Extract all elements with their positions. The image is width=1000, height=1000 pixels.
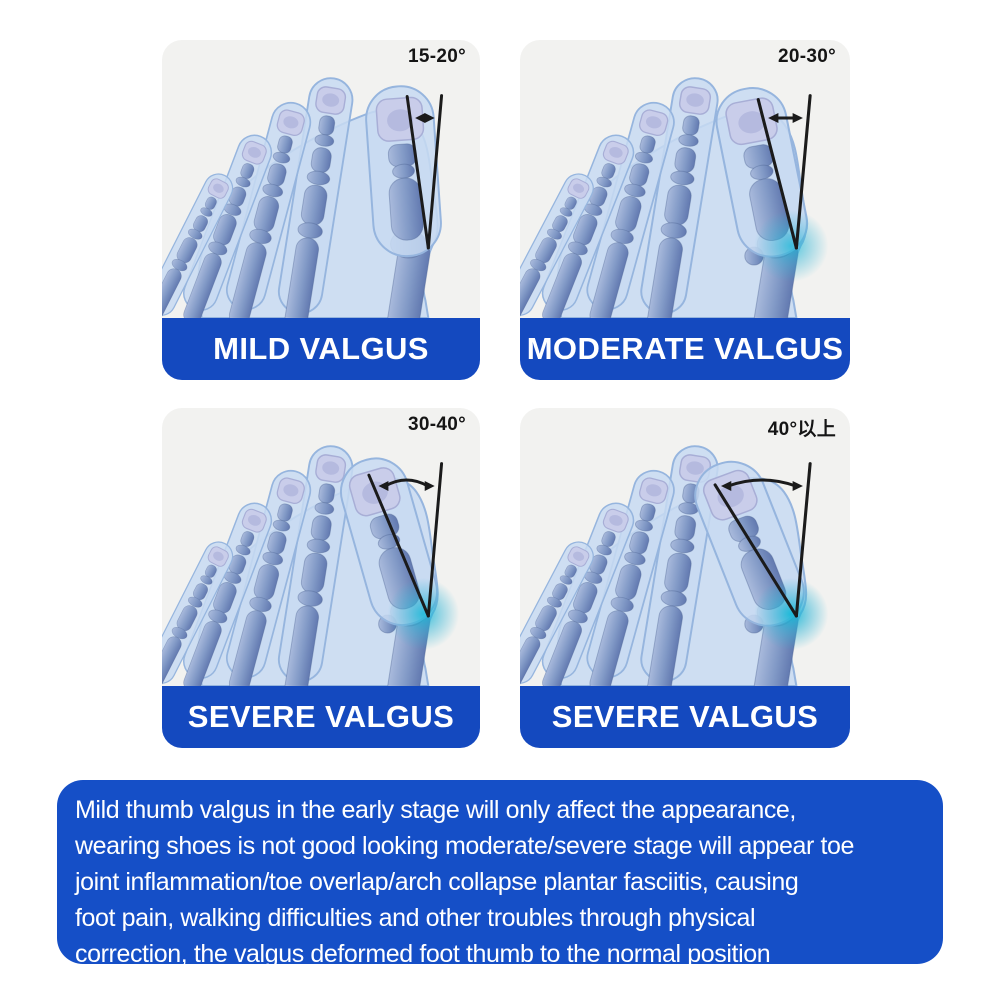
severe-valgus-illustration: 30-40° xyxy=(162,408,480,686)
mild-valgus-illustration: 15-20° xyxy=(162,40,480,318)
foot-xray-illustration xyxy=(162,445,460,686)
severity-banner: MODERATE VALGUS xyxy=(520,318,850,380)
severity-banner: SEVERE VALGUS xyxy=(162,686,480,748)
foot-xray-illustration xyxy=(520,77,829,318)
foot-xray-illustration xyxy=(520,445,829,686)
angle-annotation: 40°以上 xyxy=(767,419,836,440)
panel-severe-valgus-2: 40°以上 SEVERE VALGUS xyxy=(520,408,850,748)
description-line: foot pain, walking difficulties and othe… xyxy=(75,904,756,932)
angle-annotation: 15-20° xyxy=(408,46,466,67)
angle-annotation: 30-40° xyxy=(408,414,466,435)
description-line: wearing shoes is not good looking modera… xyxy=(75,832,855,860)
foot-xray-illustration xyxy=(162,77,444,318)
severity-banner: SEVERE VALGUS xyxy=(520,686,850,748)
severity-banner: MILD VALGUS xyxy=(162,318,480,380)
panel-severe-valgus-1: 30-40° SEVERE VALGUS xyxy=(162,408,480,748)
panel-mild-valgus: 15-20° MILD VALGUS xyxy=(162,40,480,380)
severe-valgus-extreme-illustration: 40°以上 xyxy=(520,408,850,686)
panel-moderate-valgus: 20-30° MODERATE VALGUS xyxy=(520,40,850,380)
description-line: Mild thumb valgus in the early stage wil… xyxy=(75,796,796,824)
description-box: Mild thumb valgus in the early stage wil… xyxy=(57,780,943,968)
description-line: correction, the valgus deformed foot thu… xyxy=(75,940,771,968)
angle-annotation: 20-30° xyxy=(778,46,836,67)
description-line: joint inflammation/toe overlap/arch coll… xyxy=(75,868,799,896)
moderate-valgus-illustration: 20-30° xyxy=(520,40,850,318)
